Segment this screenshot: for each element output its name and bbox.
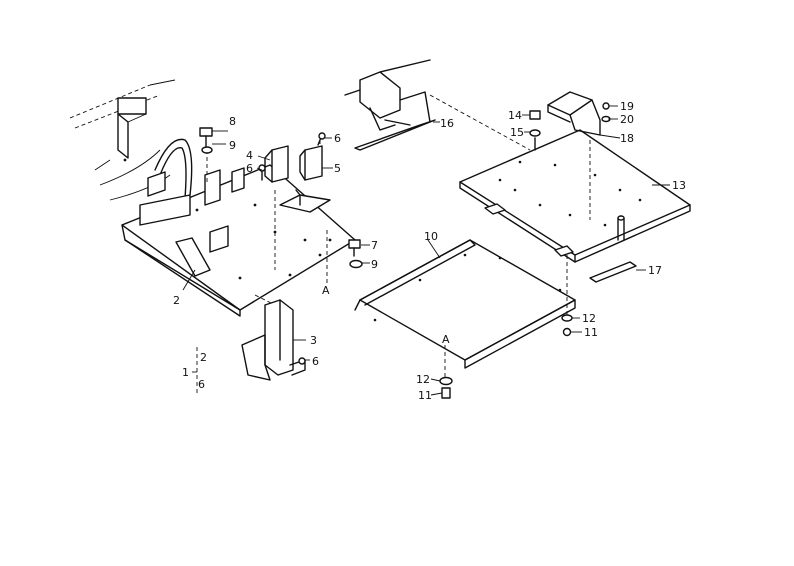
leader-lines (182, 105, 670, 396)
callout-18: 18 (620, 132, 634, 145)
callout-8: 8 (229, 115, 236, 128)
callout-4: 4 (246, 149, 253, 162)
callout-labels: 8 9 4 6 6 5 7 9 A 2 3 6 2 1 6 16 10 A 13… (173, 100, 686, 402)
callout-14: 14 (508, 109, 522, 122)
callout-16: 16 (440, 117, 454, 130)
bracket-16 (344, 59, 531, 151)
bolt-14 (529, 110, 541, 151)
bolt-8 (199, 127, 213, 154)
callout-6: 6 (334, 132, 341, 145)
callout-6: 6 (198, 378, 205, 391)
bracket-18 (547, 91, 611, 136)
bolt-7 (348, 239, 363, 269)
callout-11: 11 (418, 389, 432, 402)
right-floor-plate-13 (459, 129, 691, 283)
callout-9: 9 (229, 139, 236, 152)
callout-2: 2 (173, 294, 180, 307)
bracket-4 (264, 145, 289, 183)
callout-17: 17 (648, 264, 662, 277)
callout-1: 1 (182, 366, 189, 379)
callout-13: 13 (672, 179, 686, 192)
callout-3: 3 (310, 334, 317, 347)
bracket-3 (241, 299, 306, 381)
bracket-8b (279, 189, 331, 213)
callout-2: 2 (200, 351, 207, 364)
bolt-6-top (317, 132, 326, 146)
frame-rails (69, 79, 176, 201)
callout-9: 9 (371, 258, 378, 271)
callout-15: 15 (510, 126, 524, 139)
callout-12: 12 (416, 373, 430, 386)
group-note-1 (192, 347, 198, 395)
callout-10: 10 (424, 230, 438, 243)
cover-plate-10 (354, 239, 576, 380)
callout-19: 19 (620, 100, 634, 113)
bolt-11-right (561, 314, 573, 337)
callout-20: 20 (620, 113, 634, 126)
callout-7: 7 (371, 239, 378, 252)
callout-5: 5 (334, 162, 341, 175)
callout-A: A (322, 284, 330, 297)
callout-A: A (442, 333, 450, 346)
callout-12: 12 (582, 312, 596, 325)
callout-6: 6 (312, 355, 319, 368)
bolt-11-lower (439, 376, 453, 399)
bracket-5 (299, 145, 323, 181)
callout-11: 11 (584, 326, 598, 339)
callout-6: 6 (246, 162, 253, 175)
